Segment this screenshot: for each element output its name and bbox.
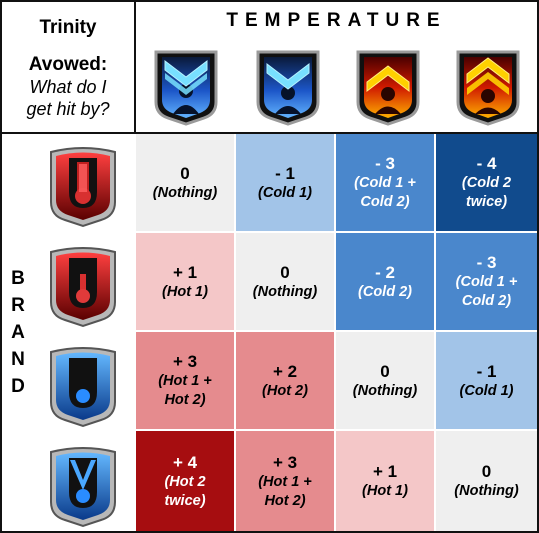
cell-value: + 3 (172, 352, 198, 371)
cell-value: - 1 (275, 163, 295, 183)
cell-description: (Hot 1 + (258, 473, 312, 490)
brand-letter: N (11, 349, 25, 370)
cell-description: (Cold 1 + (354, 175, 416, 191)
cell-description: Cold 2) (360, 194, 410, 210)
cell-value: - 3 (375, 154, 395, 173)
cell-description: (Hot 2) (262, 382, 308, 399)
grid-cell: + 3(Hot 1 + Hot 2) (236, 431, 334, 531)
brand-hot-double-icon (46, 144, 120, 228)
cell-description: (Hot 1) (362, 483, 408, 499)
cell-description: twice) (164, 492, 206, 509)
cell-description: (Nothing) (352, 382, 418, 399)
cold-double-chevron-icon (151, 46, 221, 126)
cell-value: - 1 (476, 361, 497, 381)
grid-cell: + 4(Hot 2 twice) (136, 431, 234, 531)
cell-description: (Hot 1) (162, 283, 208, 300)
grid-cell: + 2(Hot 2) (236, 332, 334, 429)
cell-description: (Cold 2) (358, 283, 412, 300)
cell-value: + 2 (272, 361, 298, 381)
cell-description: Cold 2) (461, 293, 512, 309)
cell-value: + 3 (272, 452, 298, 472)
title-line-2: Avowed: (28, 54, 108, 75)
grid-cell: - 3 (Cold 1 + Cold 2) (336, 134, 434, 231)
brand-letter: D (11, 376, 25, 397)
cell-value: - 4 (476, 154, 497, 173)
title-line-1: Trinity (39, 17, 97, 38)
cell-description: (Hot 2 (164, 473, 206, 490)
cell-description: (Cold 1) (258, 184, 312, 201)
cell-description: (Nothing) (252, 283, 318, 300)
grid-cell: + 1(Hot 1) (136, 233, 234, 330)
grid-cell: 0 (Nothing) (436, 431, 537, 531)
brand-label: B R A N D (2, 134, 34, 531)
cell-value: + 4 (172, 452, 198, 472)
hot-double-chevron-icon (453, 46, 523, 126)
grid-cell: - 3 (Cold 1 + Cold 2) (436, 233, 537, 330)
hot-chevron-icon (353, 46, 423, 126)
damage-grid: 0(Nothing)- 1(Cold 1)- 3(Cold 1 +Cold 2)… (136, 134, 537, 531)
brand-cold-icon (46, 344, 120, 428)
grid-cell: + 3 (Hot 1 + Hot 2) (136, 332, 234, 429)
cell-value: 0 (280, 262, 290, 282)
grid-cell: - 1(Cold 1) (236, 134, 334, 231)
grid-cell: - 1(Cold 1) (436, 332, 537, 429)
grid-cell: 0(Nothing) (136, 134, 234, 231)
title-line-4: get hit by? (26, 99, 110, 119)
cell-description: Hot 2) (164, 392, 206, 408)
cell-value: - 2 (375, 262, 395, 282)
cell-value: + 1 (172, 262, 198, 282)
grid-cell: - 2(Cold 2) (336, 233, 434, 330)
brand-letter: R (11, 295, 25, 316)
title-cell: Trinity Avowed: What do I get hit by? (2, 2, 136, 134)
grid-cell: 0(Nothing) (236, 233, 334, 330)
cell-description: twice) (465, 194, 508, 210)
cell-value: 0 (481, 462, 492, 481)
temperature-header: TEMPERATURE (226, 10, 447, 31)
cell-description: (Nothing) (454, 483, 519, 499)
header-divider (134, 132, 537, 134)
title-line-3: What do I (29, 77, 107, 97)
brand-cold-double-icon (46, 444, 120, 528)
cell-description: (Hot 1 + (158, 373, 212, 389)
grid-cell: 0(Nothing) (336, 332, 434, 429)
cell-description: Hot 2) (264, 492, 306, 509)
cell-description: (Nothing) (152, 184, 218, 201)
cold-chevron-icon (253, 46, 323, 126)
cell-description: (Cold 1) (459, 382, 514, 399)
cell-value: + 1 (372, 462, 398, 481)
brand-letter: A (11, 322, 25, 343)
cell-value: 0 (180, 163, 190, 183)
cell-description: (Cold 1 + (455, 274, 518, 290)
grid-cell: - 4 (Cold 2 twice) (436, 134, 537, 231)
grid-cell: + 1 (Hot 1) (336, 431, 434, 531)
brand-letter: B (11, 268, 25, 289)
cell-value: - 3 (476, 253, 497, 272)
cell-value: 0 (380, 361, 390, 381)
brand-hot-icon (46, 244, 120, 328)
cell-description: (Cold 2 (461, 175, 512, 191)
